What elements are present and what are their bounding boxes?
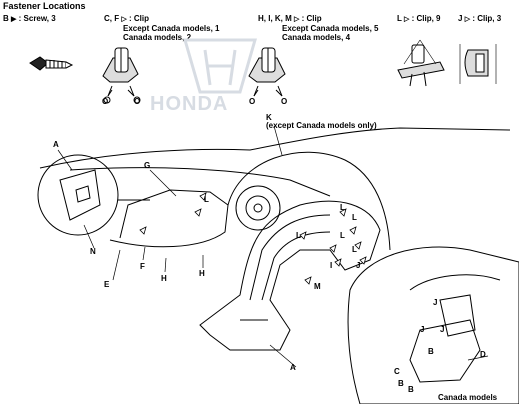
front-fascia bbox=[119, 189, 229, 239]
fastener-legend-screw-b: B ▶ : Screw, 3 bbox=[3, 14, 56, 23]
callout-b-inset-a: B bbox=[428, 347, 434, 356]
callout-l-c: L bbox=[340, 231, 345, 240]
screw-icon bbox=[29, 56, 74, 71]
callout-i: I bbox=[330, 261, 333, 270]
callout-e: E bbox=[104, 280, 110, 289]
clip-hikm-label-o-right: O bbox=[281, 97, 287, 106]
callout-m: M bbox=[314, 282, 321, 291]
callout-j: J bbox=[356, 261, 361, 270]
hood-line bbox=[69, 167, 331, 197]
clip-cf-icon bbox=[102, 47, 141, 104]
callout-j-inset-left: J bbox=[420, 325, 425, 334]
clip-hikm-label-o-left: O bbox=[249, 97, 255, 106]
honda-logo-watermark bbox=[183, 38, 257, 94]
fastener-legend-clip-l: L ▷ : Clip, 9 bbox=[397, 14, 441, 23]
callout-h-left: H bbox=[161, 274, 167, 283]
canada-models-caption: Canada models bbox=[438, 393, 498, 402]
callout-a-bottom: A bbox=[290, 363, 296, 372]
detail-magnifier bbox=[37, 154, 119, 236]
callout-l-b: L bbox=[352, 213, 357, 222]
callout-f: F bbox=[140, 262, 145, 271]
fastener-legend-clip-hikm: H, I, K, M ▷ : Clip Except Canada models… bbox=[258, 14, 379, 42]
callout-l-a: L bbox=[340, 203, 345, 212]
fastener-legend-clip-j: J ▷ : Clip, 3 bbox=[458, 14, 502, 23]
wheel-arch bbox=[227, 151, 391, 251]
callout-l-d: L bbox=[352, 245, 357, 254]
callout-d: D bbox=[480, 350, 486, 359]
callout-b-inset-b: B bbox=[398, 379, 404, 388]
callout-a-left: A bbox=[53, 140, 59, 149]
honda-watermark: HONDA bbox=[150, 93, 229, 115]
bumper-lower bbox=[109, 204, 229, 248]
callout-j-inset-right: J bbox=[440, 325, 445, 334]
clip-j-icon bbox=[459, 44, 497, 84]
callout-h-right: H bbox=[199, 269, 205, 278]
fender-liner-a bbox=[199, 200, 381, 351]
page-title: Fastener Locations bbox=[3, 1, 86, 11]
callout-k: K (except Canada models only) bbox=[266, 113, 377, 130]
callout-l-body: L bbox=[204, 195, 209, 204]
canada-detail-inset bbox=[347, 246, 519, 404]
callout-g: G bbox=[144, 161, 151, 170]
callout-l-liner: L bbox=[296, 231, 301, 240]
brake-disc-icon bbox=[235, 185, 281, 231]
clip-hikm-icon bbox=[248, 47, 286, 97]
callout-j-inset-top: J bbox=[433, 298, 438, 307]
clip-cf-label-o-right: O bbox=[134, 97, 140, 106]
callout-n: N bbox=[90, 247, 96, 256]
clip-cf-label-o-left: O bbox=[102, 97, 108, 106]
clip-l-icon bbox=[397, 39, 445, 87]
callout-c-inset: C bbox=[394, 367, 400, 376]
fastener-legend-clip-cf: C, F ▷ : Clip Except Canada models, 1 Ca… bbox=[104, 14, 220, 42]
callout-b-inset-c: B bbox=[408, 385, 414, 394]
car-body-outline bbox=[39, 127, 511, 169]
